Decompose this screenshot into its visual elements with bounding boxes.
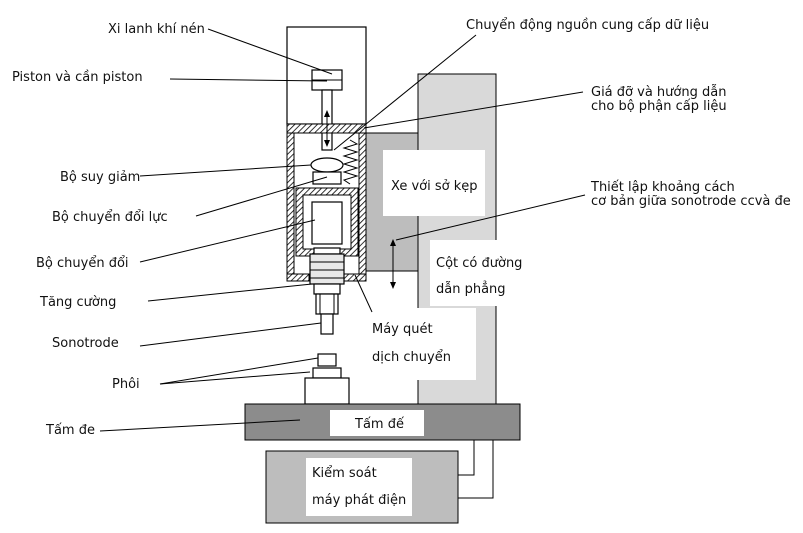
spring xyxy=(342,139,359,185)
label-scanner-1: Máy quét xyxy=(372,322,433,337)
label-control-1: Kiểm soát xyxy=(312,466,377,481)
label-scanner-2: dịch chuyển xyxy=(372,350,451,365)
base-plate-label-bg xyxy=(330,410,424,436)
booster-top xyxy=(313,247,341,255)
housing-wall-left xyxy=(286,132,295,282)
housing-bottom-left xyxy=(286,273,310,282)
label-damper: Bộ suy giảm xyxy=(60,170,140,185)
label-workpiece: Phôi xyxy=(112,377,140,392)
label-converter: Bộ chuyển đổi xyxy=(36,256,129,271)
label-support-1: Giá đỡ và hướng dẫn xyxy=(591,85,726,100)
label-base-plate: Tấm đế xyxy=(354,417,404,432)
booster xyxy=(309,253,345,285)
booster-neck xyxy=(313,283,341,295)
label-sonotrode: Sonotrode xyxy=(52,336,119,351)
generator-control-label-bg xyxy=(306,458,412,516)
carriage-label-bg xyxy=(383,150,485,216)
piston-arrow-up xyxy=(324,110,330,117)
cable-1 xyxy=(458,440,475,476)
label-force-transducer: Bộ chuyển đổi lực xyxy=(52,210,168,225)
label-anvil: Tấm đe xyxy=(45,423,95,438)
label-feed-motion: Chuyển động nguồn cung cấp dữ liệu xyxy=(466,18,709,33)
label-booster: Tăng cường xyxy=(39,295,116,310)
piston-arrow-down xyxy=(324,140,330,147)
label-carriage: Xe với sở kẹp xyxy=(391,179,477,194)
damper xyxy=(310,157,344,173)
carriage-arrow-up xyxy=(390,239,396,246)
guide-column-label-bg xyxy=(430,240,526,306)
cable-2 xyxy=(458,440,494,499)
workpiece-lower xyxy=(312,367,342,379)
label-pneumatic-cylinder: Xi lanh khí nén xyxy=(108,22,205,37)
workpiece-upper xyxy=(317,353,337,367)
label-distance-1: Thiết lập khoảng cách xyxy=(590,180,735,195)
converter xyxy=(311,201,343,245)
anvil xyxy=(304,377,350,405)
label-support-2: cho bộ phận cấp liệu xyxy=(591,99,727,114)
force-transducer xyxy=(312,171,342,185)
sonotrode-upper xyxy=(315,293,339,315)
housing-wall-right xyxy=(358,132,367,282)
label-piston: Piston và cần piston xyxy=(12,70,143,85)
label-column-2: dẫn phẳng xyxy=(436,281,506,297)
carriage-arrow-down xyxy=(390,282,396,289)
label-column-1: Cột có đường xyxy=(436,256,522,271)
scanner-label-bg xyxy=(366,308,476,380)
sonotrode-tip xyxy=(320,313,334,335)
label-distance-2: cơ bản giữa sonotrode ccvà đe xyxy=(591,194,791,209)
label-control-2: máy phát điện xyxy=(312,493,406,508)
